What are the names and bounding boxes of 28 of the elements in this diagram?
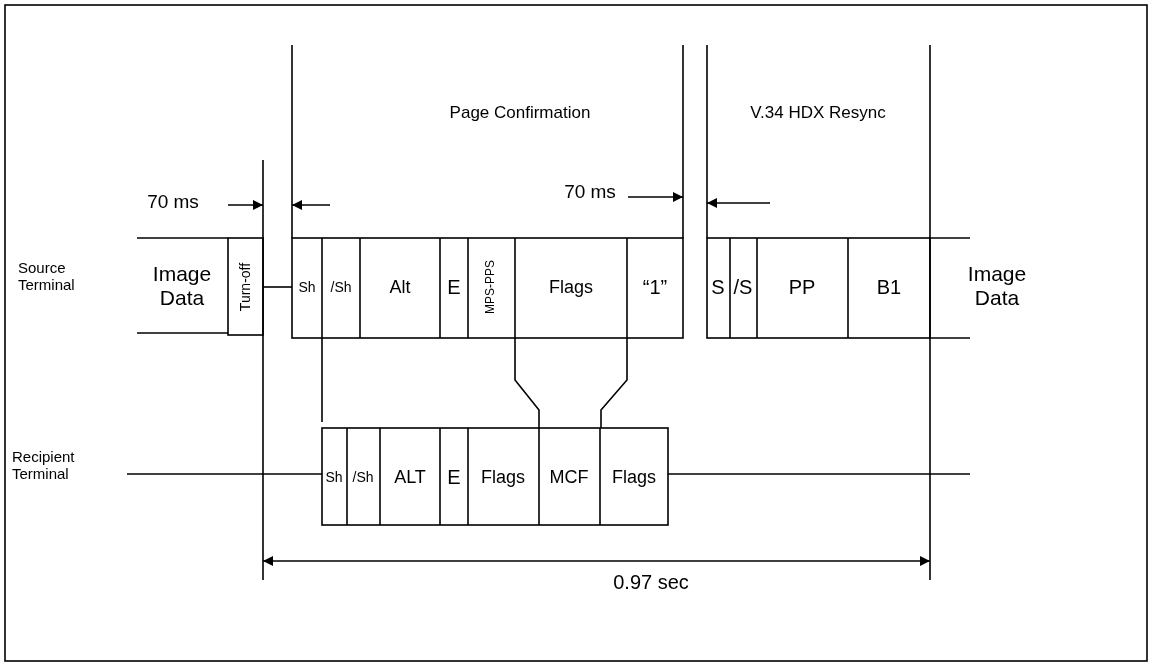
field-label: Flags — [481, 466, 525, 488]
row-label: Recipient Terminal — [12, 447, 76, 483]
field-label: MPS-PPS — [484, 260, 498, 314]
field-label: Image Data — [151, 261, 213, 311]
field-label: Sh — [325, 468, 343, 486]
duration-label: 70 ms — [147, 191, 199, 213]
duration-label: 70 ms — [564, 181, 616, 203]
field-label: B1 — [876, 275, 902, 299]
section-heading: Page Confirmation — [449, 103, 591, 123]
field-label: PP — [788, 275, 816, 299]
field-label: Alt — [389, 276, 411, 298]
field-label: /Sh — [330, 278, 352, 296]
field-label: MCF — [549, 466, 589, 488]
field-label: “1” — [642, 275, 668, 299]
field-label: S — [711, 275, 725, 299]
field-label: /Sh — [352, 468, 374, 486]
field-label: Image Data — [966, 261, 1028, 311]
field-label: Turn-off — [236, 262, 254, 312]
field-label: E — [447, 465, 461, 489]
dimension-label: 0.97 sec — [613, 570, 689, 594]
field-label: Flags — [612, 466, 656, 488]
field-label: Flags — [549, 276, 593, 298]
field-label: /S — [733, 275, 753, 299]
section-heading: V.34 HDX Resync — [750, 103, 886, 123]
field-label: Sh — [298, 278, 316, 296]
field-label: E — [447, 275, 461, 299]
field-label: ALT — [394, 466, 426, 488]
row-label: Source Terminal — [18, 258, 76, 294]
